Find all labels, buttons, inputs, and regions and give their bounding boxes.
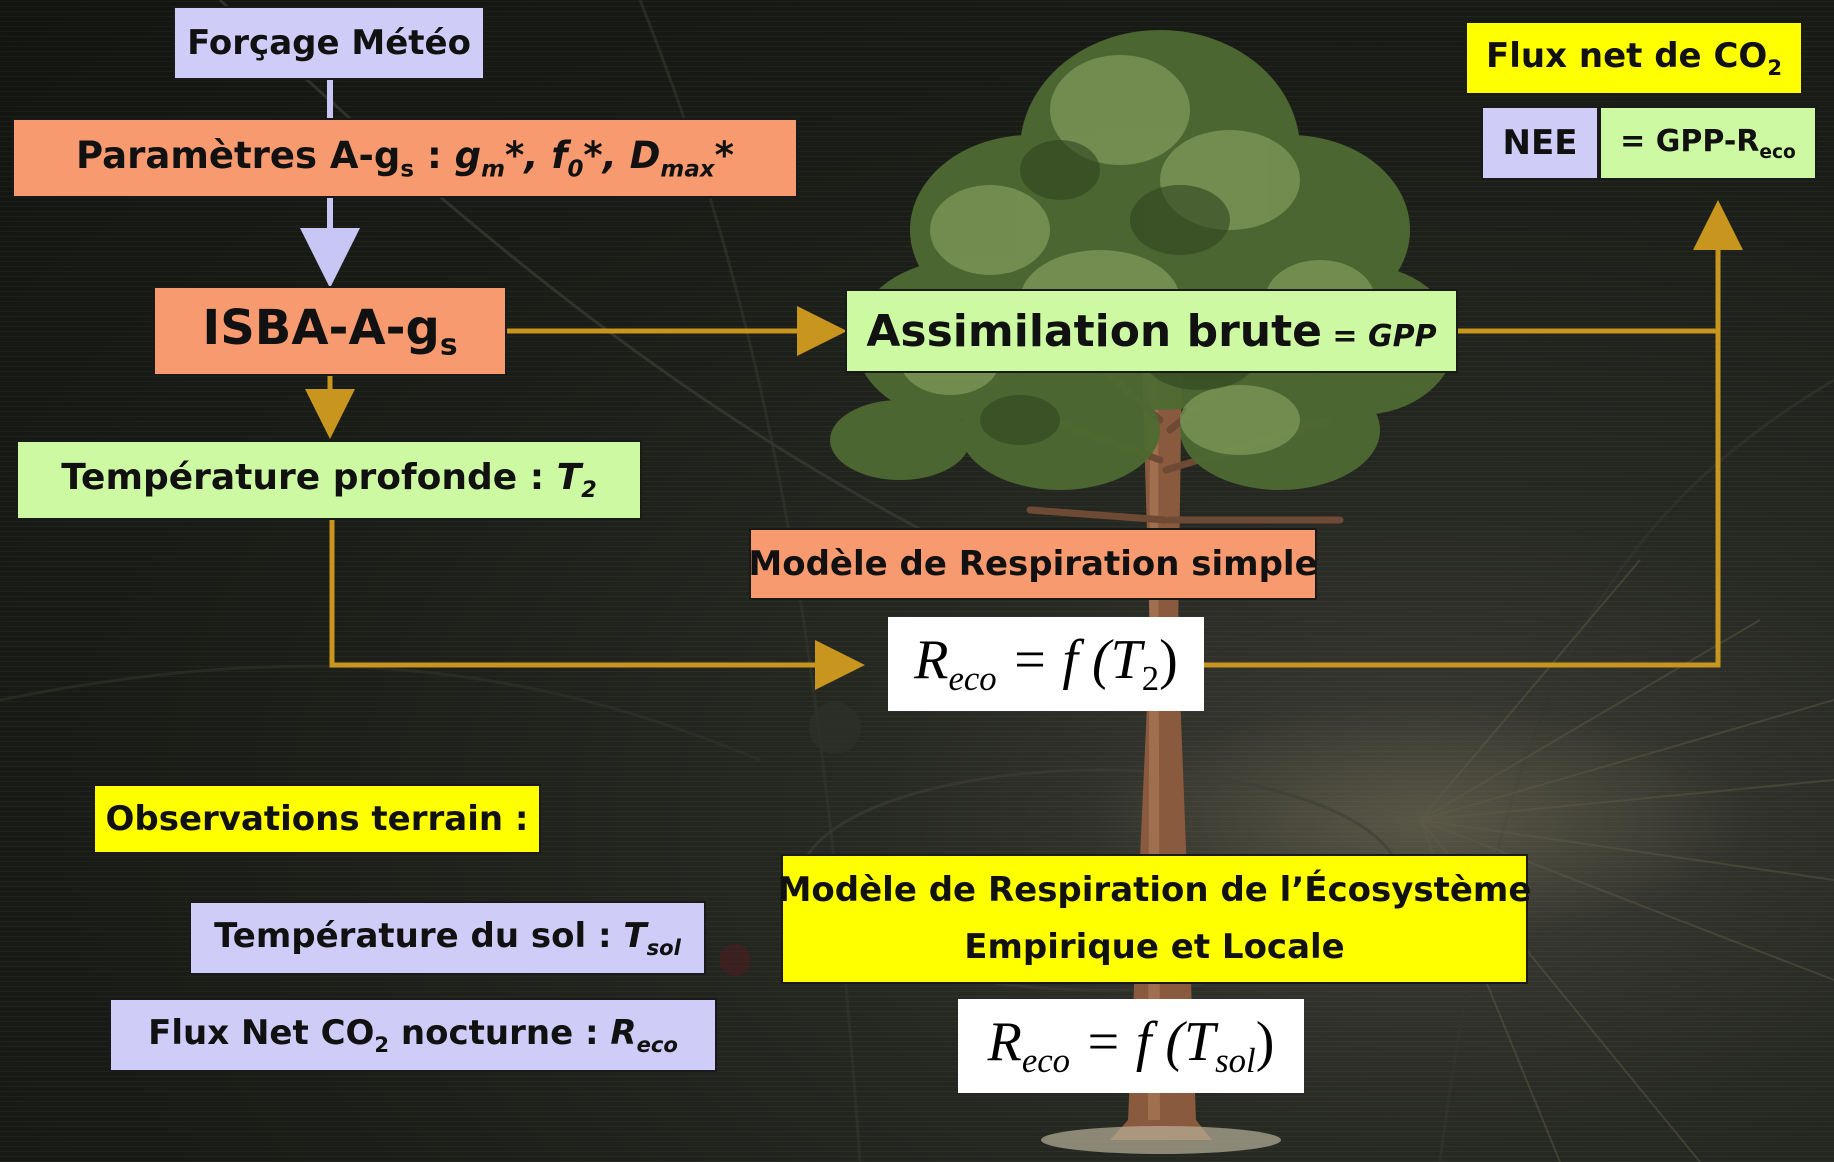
equation-reco-tsol: Reco = f (Tsol) <box>958 999 1304 1093</box>
flux-net-nocturne-label: Flux Net CO2 nocturne : Reco <box>148 1013 678 1057</box>
forcage-meteo-box: Forçage Météo <box>173 6 485 80</box>
flux-net-co2-box: Flux net de CO2 <box>1465 21 1803 95</box>
isba-label: ISBA-A-gs <box>202 299 458 363</box>
flux-net-nocturne-box: Flux Net CO2 nocturne : Reco <box>109 998 717 1072</box>
observations-terrain-box: Observations terrain : <box>93 784 541 854</box>
observations-terrain-label: Observations terrain : <box>105 799 529 839</box>
equation-reco-t2-text: Reco = f (T2) <box>914 629 1178 699</box>
temperature-profonde-box: Température profonde : T2 <box>16 440 642 520</box>
assimilation-brute-box: Assimilation brute = GPP <box>845 289 1458 373</box>
parametres-label: Paramètres A-gs : gm*, f0*, Dmax* <box>76 133 734 183</box>
nee-box: NEE <box>1481 106 1599 180</box>
temperature-sol-label: Température du sol : Tsol <box>214 916 681 960</box>
respiration-simple-box: Modèle de Respiration simple <box>748 528 1318 600</box>
equation-reco-tsol-text: Reco = f (Tsol) <box>987 1011 1275 1081</box>
temperature-profonde-label: Température profonde : T2 <box>61 456 597 504</box>
isba-box: ISBA-A-gs <box>153 286 507 376</box>
respiration-ecosysteme-box: Modèle de Respiration de l’Écosystème Em… <box>778 854 1531 984</box>
gpp-reco-box: = GPP-Reco <box>1599 106 1817 180</box>
equation-reco-t2: Reco = f (T2) <box>888 617 1204 711</box>
respiration-ecosysteme-line1: Modèle de Respiration de l’Écosystème <box>777 870 1532 910</box>
temperature-sol-box: Température du sol : Tsol <box>189 901 706 975</box>
flux-net-co2-label: Flux net de CO2 <box>1486 36 1782 80</box>
respiration-simple-label: Modèle de Respiration simple <box>748 544 1318 584</box>
parametres-box: Paramètres A-gs : gm*, f0*, Dmax* <box>12 118 798 198</box>
connector-arrows <box>300 78 1743 690</box>
forcage-meteo-label: Forçage Météo <box>187 23 471 63</box>
assimilation-brute-label: Assimilation brute = GPP <box>866 305 1437 357</box>
gpp-reco-label: = GPP-Reco <box>1620 123 1796 163</box>
nee-label: NEE <box>1502 123 1578 163</box>
respiration-ecosysteme-line2: Empirique et Locale <box>964 927 1345 967</box>
